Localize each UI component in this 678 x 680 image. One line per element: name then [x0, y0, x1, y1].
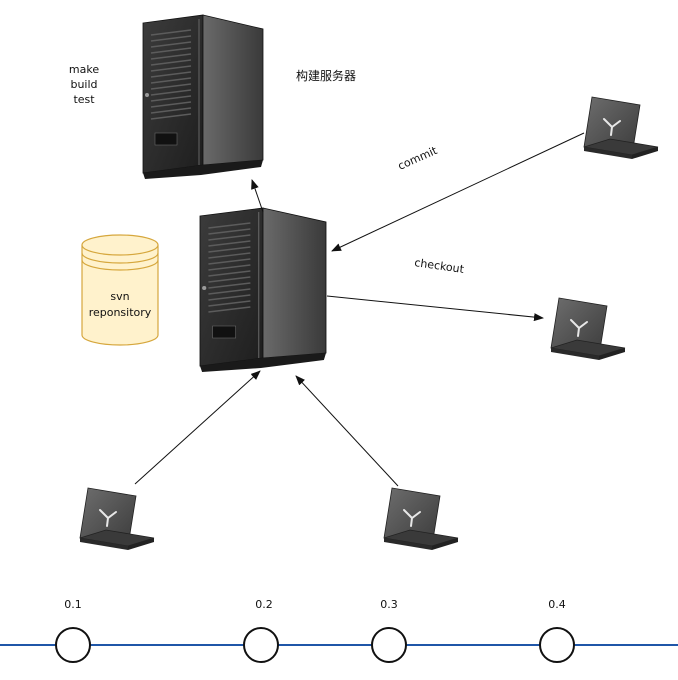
checkout-label: checkout [414, 256, 466, 276]
repo-label-line1: svn [110, 290, 129, 303]
laptop-icon-right [550, 297, 626, 361]
laptop-icon-bottom-middle [383, 487, 459, 551]
svn-server-icon [199, 207, 327, 373]
timeline-node-0-2 [243, 627, 279, 663]
version-label-0-4: 0.4 [548, 598, 566, 611]
arrow-checkout [326, 295, 544, 322]
timeline-node-0-4 [539, 627, 575, 663]
version-label-0-3: 0.3 [380, 598, 398, 611]
build-server-label: 构建服务器 [296, 68, 356, 83]
arrow-commit [331, 132, 585, 252]
build-step-test: test [73, 93, 95, 106]
build-step-make: make [69, 63, 99, 76]
arrow-svn-to-build [251, 179, 264, 213]
repo-label-line2: reponsitory [89, 306, 152, 319]
arrow-laptop-left-to-svn [134, 370, 261, 485]
commit-label: commit [396, 144, 440, 173]
laptop-icon-top-right [583, 96, 659, 160]
version-label-0-1: 0.1 [64, 598, 82, 611]
timeline-node-0-1 [55, 627, 91, 663]
version-label-0-2: 0.2 [255, 598, 273, 611]
build-server-icon [142, 14, 264, 180]
repository-cylinder-icon [81, 234, 159, 346]
arrow-laptop-middle-to-svn [295, 375, 399, 487]
laptop-icon-bottom-left [79, 487, 155, 551]
build-step-build: build [70, 78, 97, 91]
timeline-node-0-3 [371, 627, 407, 663]
